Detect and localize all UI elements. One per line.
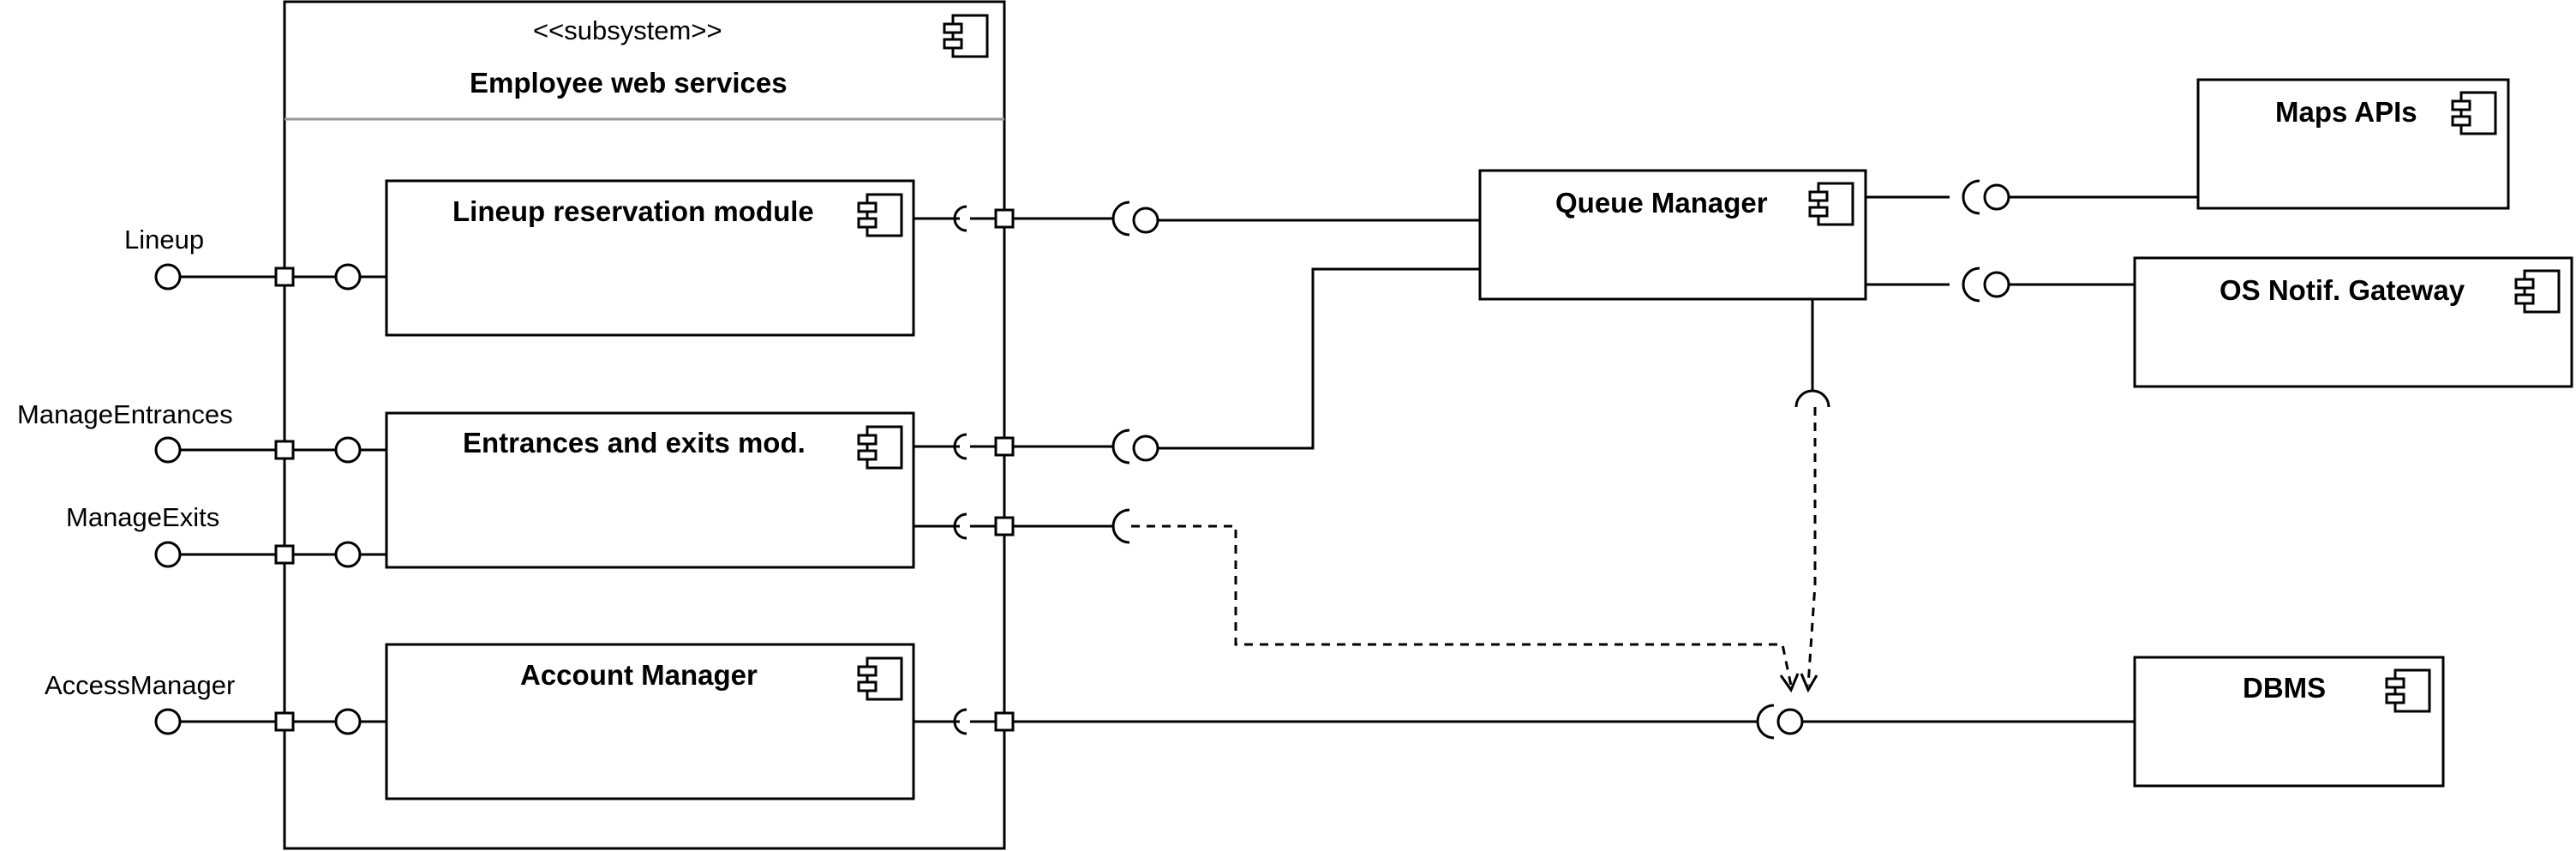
lineup-reservation-component[interactable]: [385, 179, 915, 337]
os-notif-gateway-component[interactable]: [2133, 256, 2573, 388]
dependency-arrowheads: [1779, 673, 1818, 693]
lineup-to-queue-connector: [914, 201, 1480, 237]
access-manager-interface: [154, 708, 386, 735]
maps-apis-component[interactable]: [2196, 78, 2510, 210]
entrances-to-queue-connector: [914, 267, 1480, 464]
manage-entrances-interface-label: ManageEntrances: [17, 399, 233, 429]
manage-exits-interface-label: ManageExits: [66, 502, 220, 532]
account-manager-title: Account Manager: [520, 659, 758, 691]
queue-manager-component[interactable]: [1478, 169, 1867, 301]
manage-exits-interface: [154, 541, 386, 568]
subsystem-name: Employee web services: [470, 67, 788, 99]
dbms-component[interactable]: [2133, 656, 2445, 788]
access-manager-interface-label: AccessManager: [45, 670, 236, 700]
manage-entrances-interface: [154, 436, 386, 464]
lineup-interface-label: Lineup: [124, 225, 205, 255]
lineup-reservation-title: Lineup reservation module: [452, 195, 814, 227]
entrances-exits-component[interactable]: [385, 411, 915, 569]
dbms-title: DBMS: [2243, 672, 2327, 704]
os-notif-gateway-title: OS Notif. Gateway: [2220, 274, 2465, 306]
queue-to-dbms-connector: [1794, 299, 1830, 686]
queue-manager-title: Queue Manager: [1555, 187, 1768, 219]
lineup-interface: [154, 263, 386, 291]
entrances-exits-title: Entrances and exits mod.: [463, 427, 806, 458]
subsystem-stereotype: <<subsystem>>: [533, 15, 722, 45]
entrances-to-dbms-connector: [914, 508, 1793, 686]
queue-to-maps-connector: [1866, 179, 2198, 215]
account-to-dbms-connector: [914, 704, 2135, 740]
queue-to-os-notif-connector: [1866, 267, 2135, 303]
maps-apis-title: Maps APIs: [2275, 96, 2417, 128]
